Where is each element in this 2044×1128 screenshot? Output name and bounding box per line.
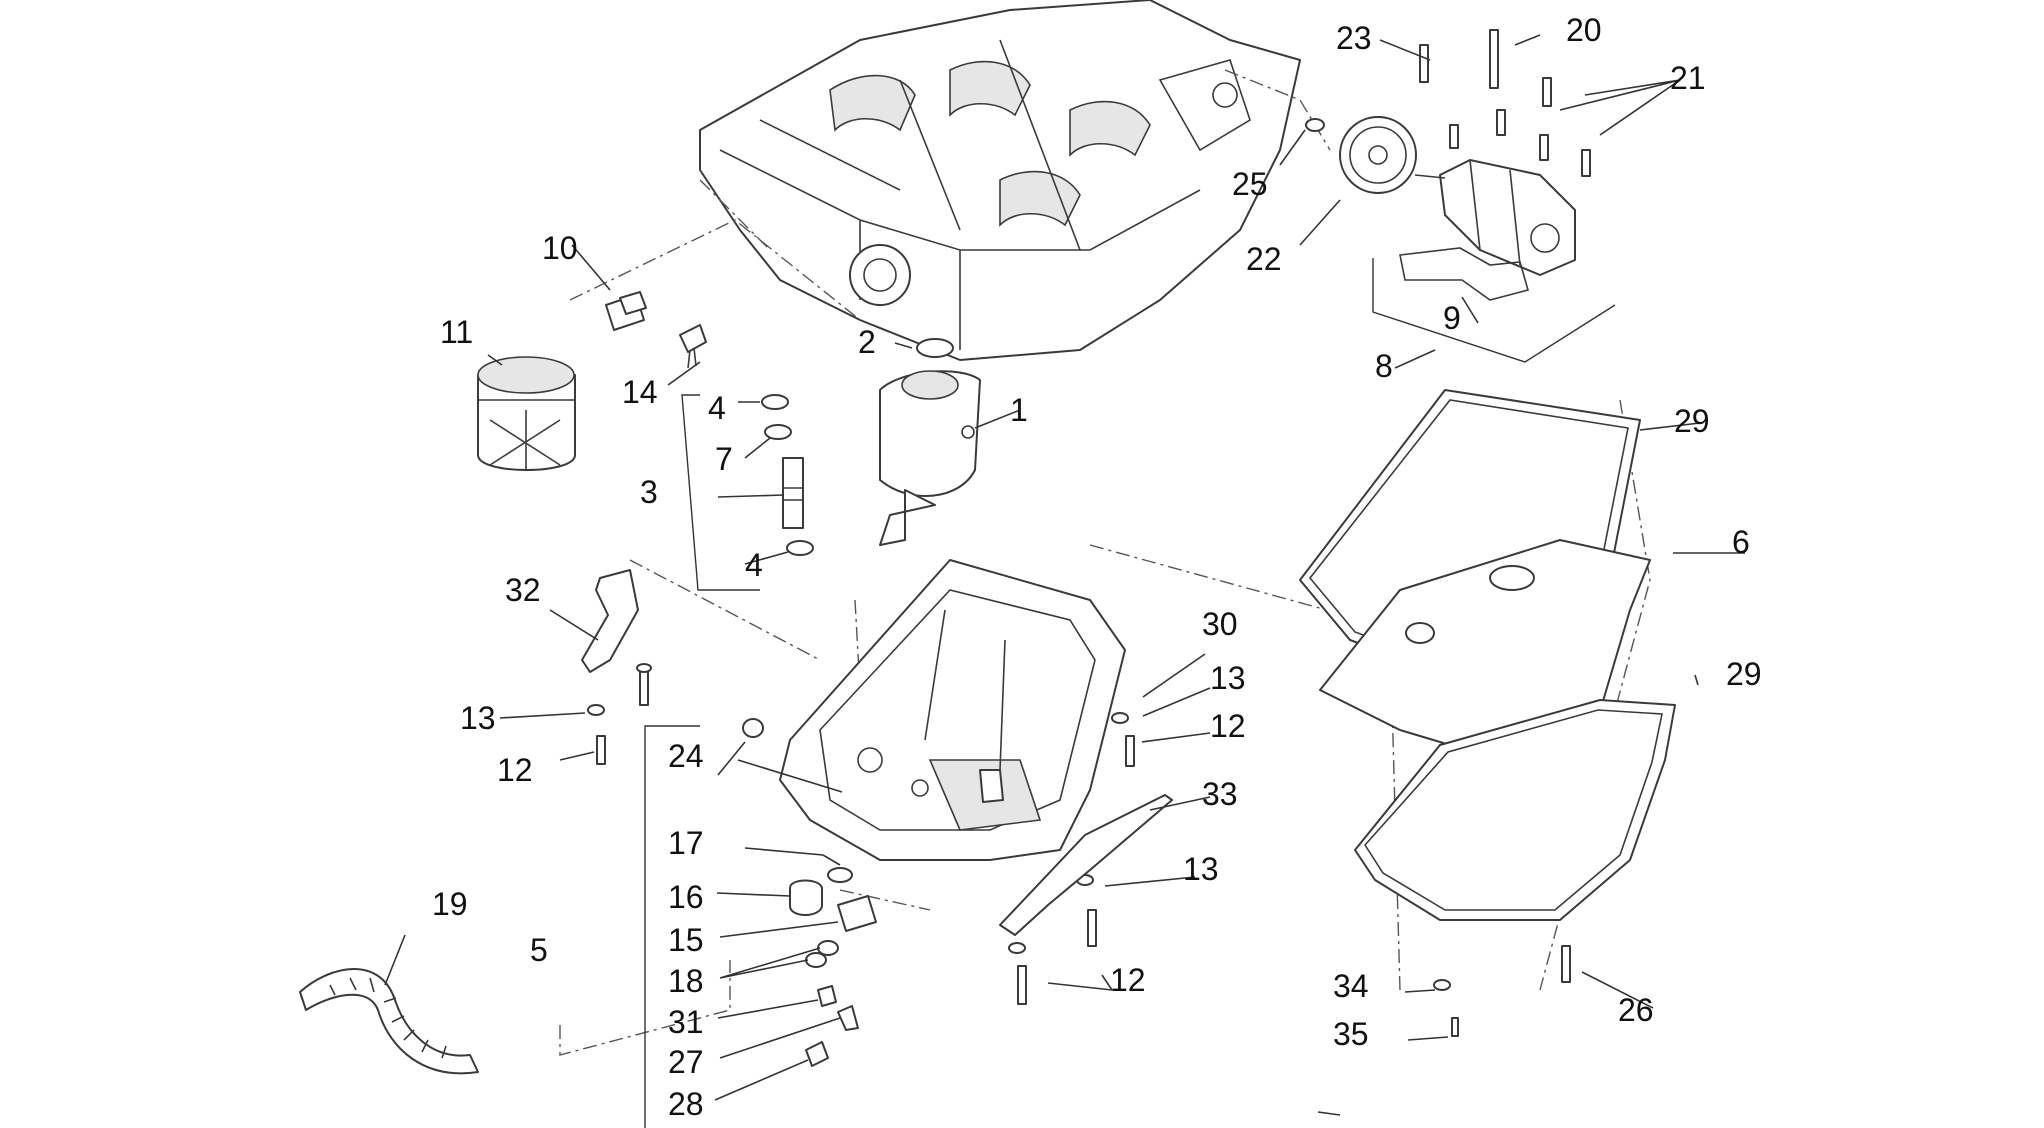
callout-13-mid: 13 — [1210, 660, 1246, 696]
callout-20: 20 — [1566, 12, 1602, 48]
bracket-3 — [681, 394, 760, 591]
drain-parts — [742, 718, 877, 1067]
callout-33: 33 — [1202, 776, 1238, 812]
callout-5: 5 — [530, 932, 548, 968]
callout-4-lower: 4 — [745, 547, 763, 583]
callout-18: 18 — [668, 963, 704, 999]
filter-nipple — [605, 291, 647, 331]
callout-6: 6 — [1732, 524, 1750, 560]
callout-32: 32 — [505, 572, 541, 608]
oil-pressure-sensor — [679, 324, 707, 369]
callout-35: 35 — [1333, 1016, 1369, 1052]
callout-25: 25 — [1232, 166, 1268, 202]
callout-27: 27 — [668, 1044, 704, 1080]
callout-29-lower: 29 — [1726, 656, 1762, 692]
callout-29-upper: 29 — [1674, 403, 1710, 439]
callout-4-upper: 4 — [708, 390, 726, 426]
callout-23: 23 — [1336, 20, 1372, 56]
callout-2: 2 — [858, 324, 876, 360]
breather-hose — [299, 968, 479, 1075]
callout-13-bottom: 13 — [1183, 851, 1219, 887]
callout-16: 16 — [668, 879, 704, 915]
leader-lines — [487, 34, 1745, 1116]
callout-12-left: 12 — [497, 752, 533, 788]
callout-15: 15 — [668, 922, 704, 958]
callout-22: 22 — [1246, 241, 1282, 277]
callout-11: 11 — [440, 314, 474, 350]
callout-10: 10 — [542, 230, 578, 266]
tube-assembly — [761, 394, 814, 556]
bracket-33 — [999, 794, 1173, 936]
callout-21: 21 — [1670, 60, 1706, 96]
bracket-5 — [644, 725, 700, 1128]
callout-30: 30 — [1202, 606, 1238, 642]
callout-8: 8 — [1375, 348, 1393, 384]
drain-leader-lines — [384, 741, 843, 1101]
callout-12-bottom: 12 — [1110, 962, 1146, 998]
callout-34: 34 — [1333, 968, 1369, 1004]
bolts — [587, 663, 1571, 1037]
oil-filter — [477, 356, 576, 471]
callout-1: 1 — [1010, 392, 1028, 428]
strainer-housing — [879, 370, 981, 546]
bracket-32 — [581, 569, 639, 673]
callout-3: 3 — [640, 474, 658, 510]
callout-12-mid: 12 — [1210, 708, 1246, 744]
callout-17: 17 — [668, 825, 704, 861]
callout-26: 26 — [1618, 992, 1654, 1028]
o-ring-2 — [916, 338, 954, 358]
callout-7: 7 — [715, 441, 733, 477]
callout-14: 14 — [622, 374, 658, 410]
callout-31: 31 — [668, 1004, 704, 1040]
oil-pump-assembly — [1305, 29, 1616, 363]
oil-pan — [779, 559, 1126, 861]
callout-24: 24 — [668, 738, 704, 774]
callout-28: 28 — [668, 1086, 704, 1122]
gaskets — [1299, 389, 1676, 921]
crankcase — [699, 0, 1301, 361]
callout-13-left: 13 — [460, 700, 496, 736]
callout-19: 19 — [432, 886, 468, 922]
callout-9: 9 — [1443, 300, 1461, 336]
